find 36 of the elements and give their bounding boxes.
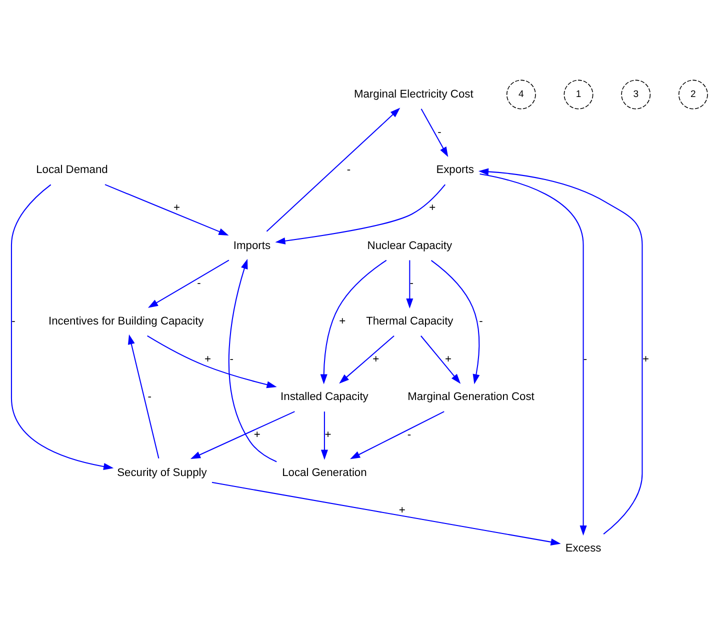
node-text: Marginal Generation Cost [408, 391, 534, 404]
node-text: Local Generation [282, 466, 367, 479]
node-text: Excess [565, 542, 602, 554]
edge-label: + [339, 315, 346, 328]
node-text: Incentives for Building Capacity [48, 315, 204, 328]
node-text: Nuclear Capacity [367, 240, 452, 252]
label: 3 [633, 88, 639, 100]
node-text: Installed Capacity [280, 391, 368, 404]
edge-label: - [197, 278, 201, 290]
label: 2 [690, 88, 696, 100]
node-text: Thermal Capacity [366, 315, 454, 328]
node-text: Imports [233, 240, 271, 252]
edge-label: - [12, 315, 16, 328]
edge-label: + [372, 353, 380, 366]
node-text: Marginal Electricity Cost [354, 88, 474, 100]
node-text: Exports [436, 164, 474, 176]
edge-label: - [346, 164, 351, 176]
node-text: Local Demand [36, 164, 108, 176]
edge-label: + [642, 353, 650, 366]
edge-label: - [148, 391, 152, 404]
edge-label: - [410, 278, 414, 290]
edge-label: + [254, 428, 260, 441]
node-text: Security of Supply [117, 466, 207, 479]
label: 4 [518, 88, 524, 100]
edge-label: + [429, 202, 436, 214]
edge-label: + [445, 353, 452, 366]
edge-label: - [230, 353, 234, 366]
edge-label: + [398, 504, 406, 517]
edge-label: - [479, 315, 483, 328]
label: 1 [576, 88, 582, 100]
edge-label: - [407, 428, 412, 441]
edge-label: - [583, 353, 588, 366]
edge-label: + [204, 353, 212, 366]
edge-label: + [324, 428, 332, 441]
edge-label: + [173, 202, 180, 214]
edge-label: - [438, 126, 442, 138]
